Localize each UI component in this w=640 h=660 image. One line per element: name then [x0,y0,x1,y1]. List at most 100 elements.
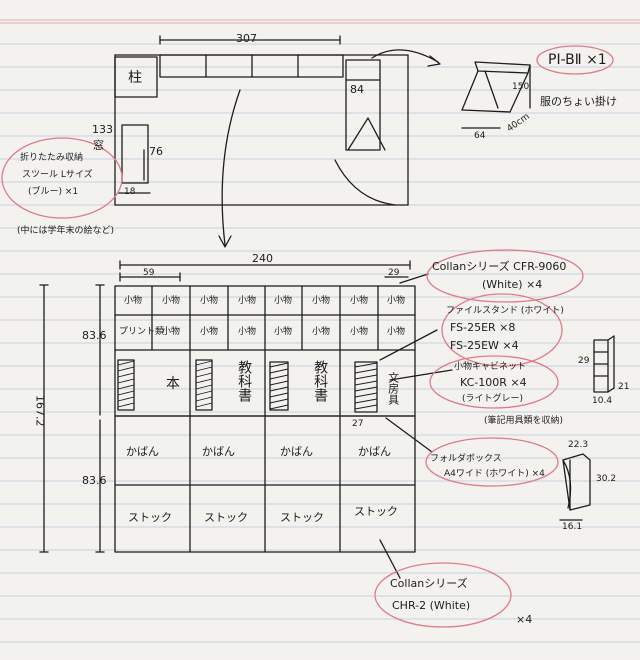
cell-small: 小物 [274,296,293,306]
leader-chr [379,539,401,579]
highlight-stool [1,137,123,219]
cell-prints: プリント類 [119,327,165,337]
dim-167: 167.2 [33,395,47,427]
highlight-rack-model [536,45,614,75]
hatch-stroke [269,374,289,380]
arrow-to-rack [371,49,439,63]
dim-upper: 83.6 [82,329,107,342]
door-dim: 84 [350,83,364,96]
rack-width: 64 [474,131,486,141]
leader-cabinet [389,369,453,381]
dim-29: 29 [388,268,400,278]
hatch-stroke [195,372,213,378]
dim-59: 59 [143,268,155,278]
ruled-lines [0,43,640,643]
hatch-stroke [269,398,289,404]
hatch-stroke [195,360,213,366]
cell-small: 小物 [274,327,293,337]
chr-line-2: CHR-2 (White) [392,599,471,612]
rack-height: 150 [512,82,530,92]
hatch-stroke [354,374,378,380]
cell-small: 小物 [162,296,181,306]
closet-plan [345,59,381,151]
stool-note-2: スツール Lサイズ [22,170,93,180]
cell-small: 小物 [238,296,257,306]
hatch-stroke [269,368,289,374]
stool-note-sub: (中には学年末の絵など) [17,226,115,236]
highlight-filestand [441,293,563,367]
hatch-stroke [195,396,213,402]
textbook-label: 教科書 [236,360,253,402]
folderbox-dim-top: 22.3 [568,440,589,450]
folderbox-dim-w: 16.1 [562,522,583,532]
hatch-stroke [195,402,213,408]
stock-label: ストック [280,511,324,524]
cell-small: 小物 [350,296,369,306]
chr-qty: ×4 [516,613,533,626]
stool-note-1: 折りたたみ収納 [20,153,84,163]
stationery-label: 文房具 [386,372,400,405]
cfr-line-2: (White) ×4 [482,278,543,291]
hatch-stroke [269,380,289,386]
hatch-stroke [354,368,378,374]
hatch-stroke [195,384,213,390]
window-height: 133 [92,123,113,136]
highlight-folderbox [425,437,559,487]
filestand-line-3: FS-25EW ×4 [450,339,519,352]
dim-307: 307 [236,32,257,45]
rack-caption: 服のちょい掛け [540,95,617,108]
hatch-stroke [117,384,135,390]
bag-label: かばん [202,445,235,458]
cell-small: 小物 [238,327,257,337]
window-label: 窓 [93,139,104,152]
hatch-stroke [269,362,289,368]
leader-filestand [379,329,438,361]
hatch-stroke [269,386,289,392]
dim-lower: 83.6 [82,474,107,487]
hatch-stroke [354,380,378,386]
cabinet-dim-h: 29 [578,356,590,366]
hatch-stroke [117,396,135,402]
highlight-cfr [426,249,584,303]
cabinet-line-1: 小物キャビネット [454,362,527,372]
cell-small: 小物 [312,327,331,337]
cell-small: 小物 [162,327,181,337]
rack-model: PI-BⅡ ×1 [548,52,607,68]
leader-cfr [399,273,429,284]
door-swing [347,117,386,151]
folderbox-line-1: フォルダボックス [430,454,502,464]
leader-folderbox [385,417,433,453]
arrow-to-elevation [221,89,241,246]
cell-small: 小物 [124,296,143,306]
dim-27: 27 [352,419,364,429]
cabinet-line-4: (筆記用具類を収納) [484,416,564,426]
cell-small: 小物 [200,327,219,337]
room-plan [114,35,409,206]
cell-small: 小物 [387,296,406,306]
stock-label: ストック [204,511,248,524]
hatch-stroke [354,362,378,368]
cabinet-plan [121,124,149,184]
hatch-stroke [195,366,213,372]
rack-sketch [461,61,531,129]
bag-label: かばん [358,445,391,458]
cfr-line-1: Collanシリーズ CFR-9060 [432,260,567,273]
pillar-label: 柱 [128,70,142,86]
stool-note-3: (ブルー) ×1 [28,187,79,197]
hatch-stroke [354,404,378,410]
cell-small: 小物 [312,296,331,306]
bag-label: かばん [126,445,159,458]
pillar-box [114,56,158,98]
filestand-line-1: ファイルスタンド (ホワイト) [446,306,564,316]
chr-line-1: Collanシリーズ [390,577,468,590]
cell-small: 小物 [200,296,219,306]
folderbox-dim-h: 30.2 [596,474,617,484]
bag-label: かばん [280,445,313,458]
hatch-stroke [117,372,135,378]
cabinet-line-3: (ライトグレー) [462,394,524,404]
hatch-stroke [269,392,289,398]
stock-label: ストック [128,511,172,524]
hatch-stroke [195,390,213,396]
folder-box-sketch [559,453,591,521]
stock-label: ストック [354,505,398,518]
